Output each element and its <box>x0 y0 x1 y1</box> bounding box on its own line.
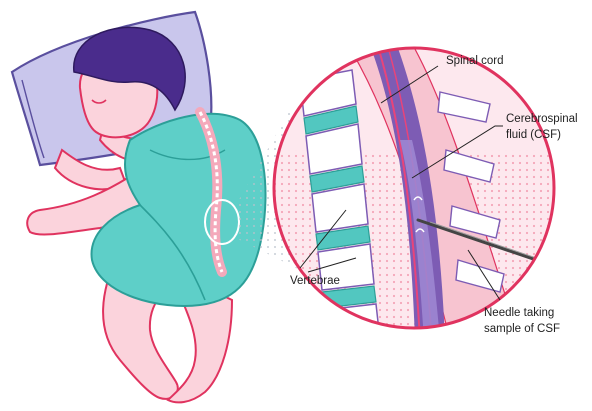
label-needle-line2: sample of CSF <box>484 323 560 335</box>
label-csf-line1: Cerebrospinal <box>506 113 578 125</box>
label-vertebrae: Vertebrae <box>290 275 340 287</box>
label-spinal-cord: Spinal cord <box>446 55 504 67</box>
magnified-view <box>270 40 570 350</box>
label-needle-line1: Needle taking <box>484 307 554 319</box>
label-csf-line2: fluid (CSF) <box>506 129 561 141</box>
